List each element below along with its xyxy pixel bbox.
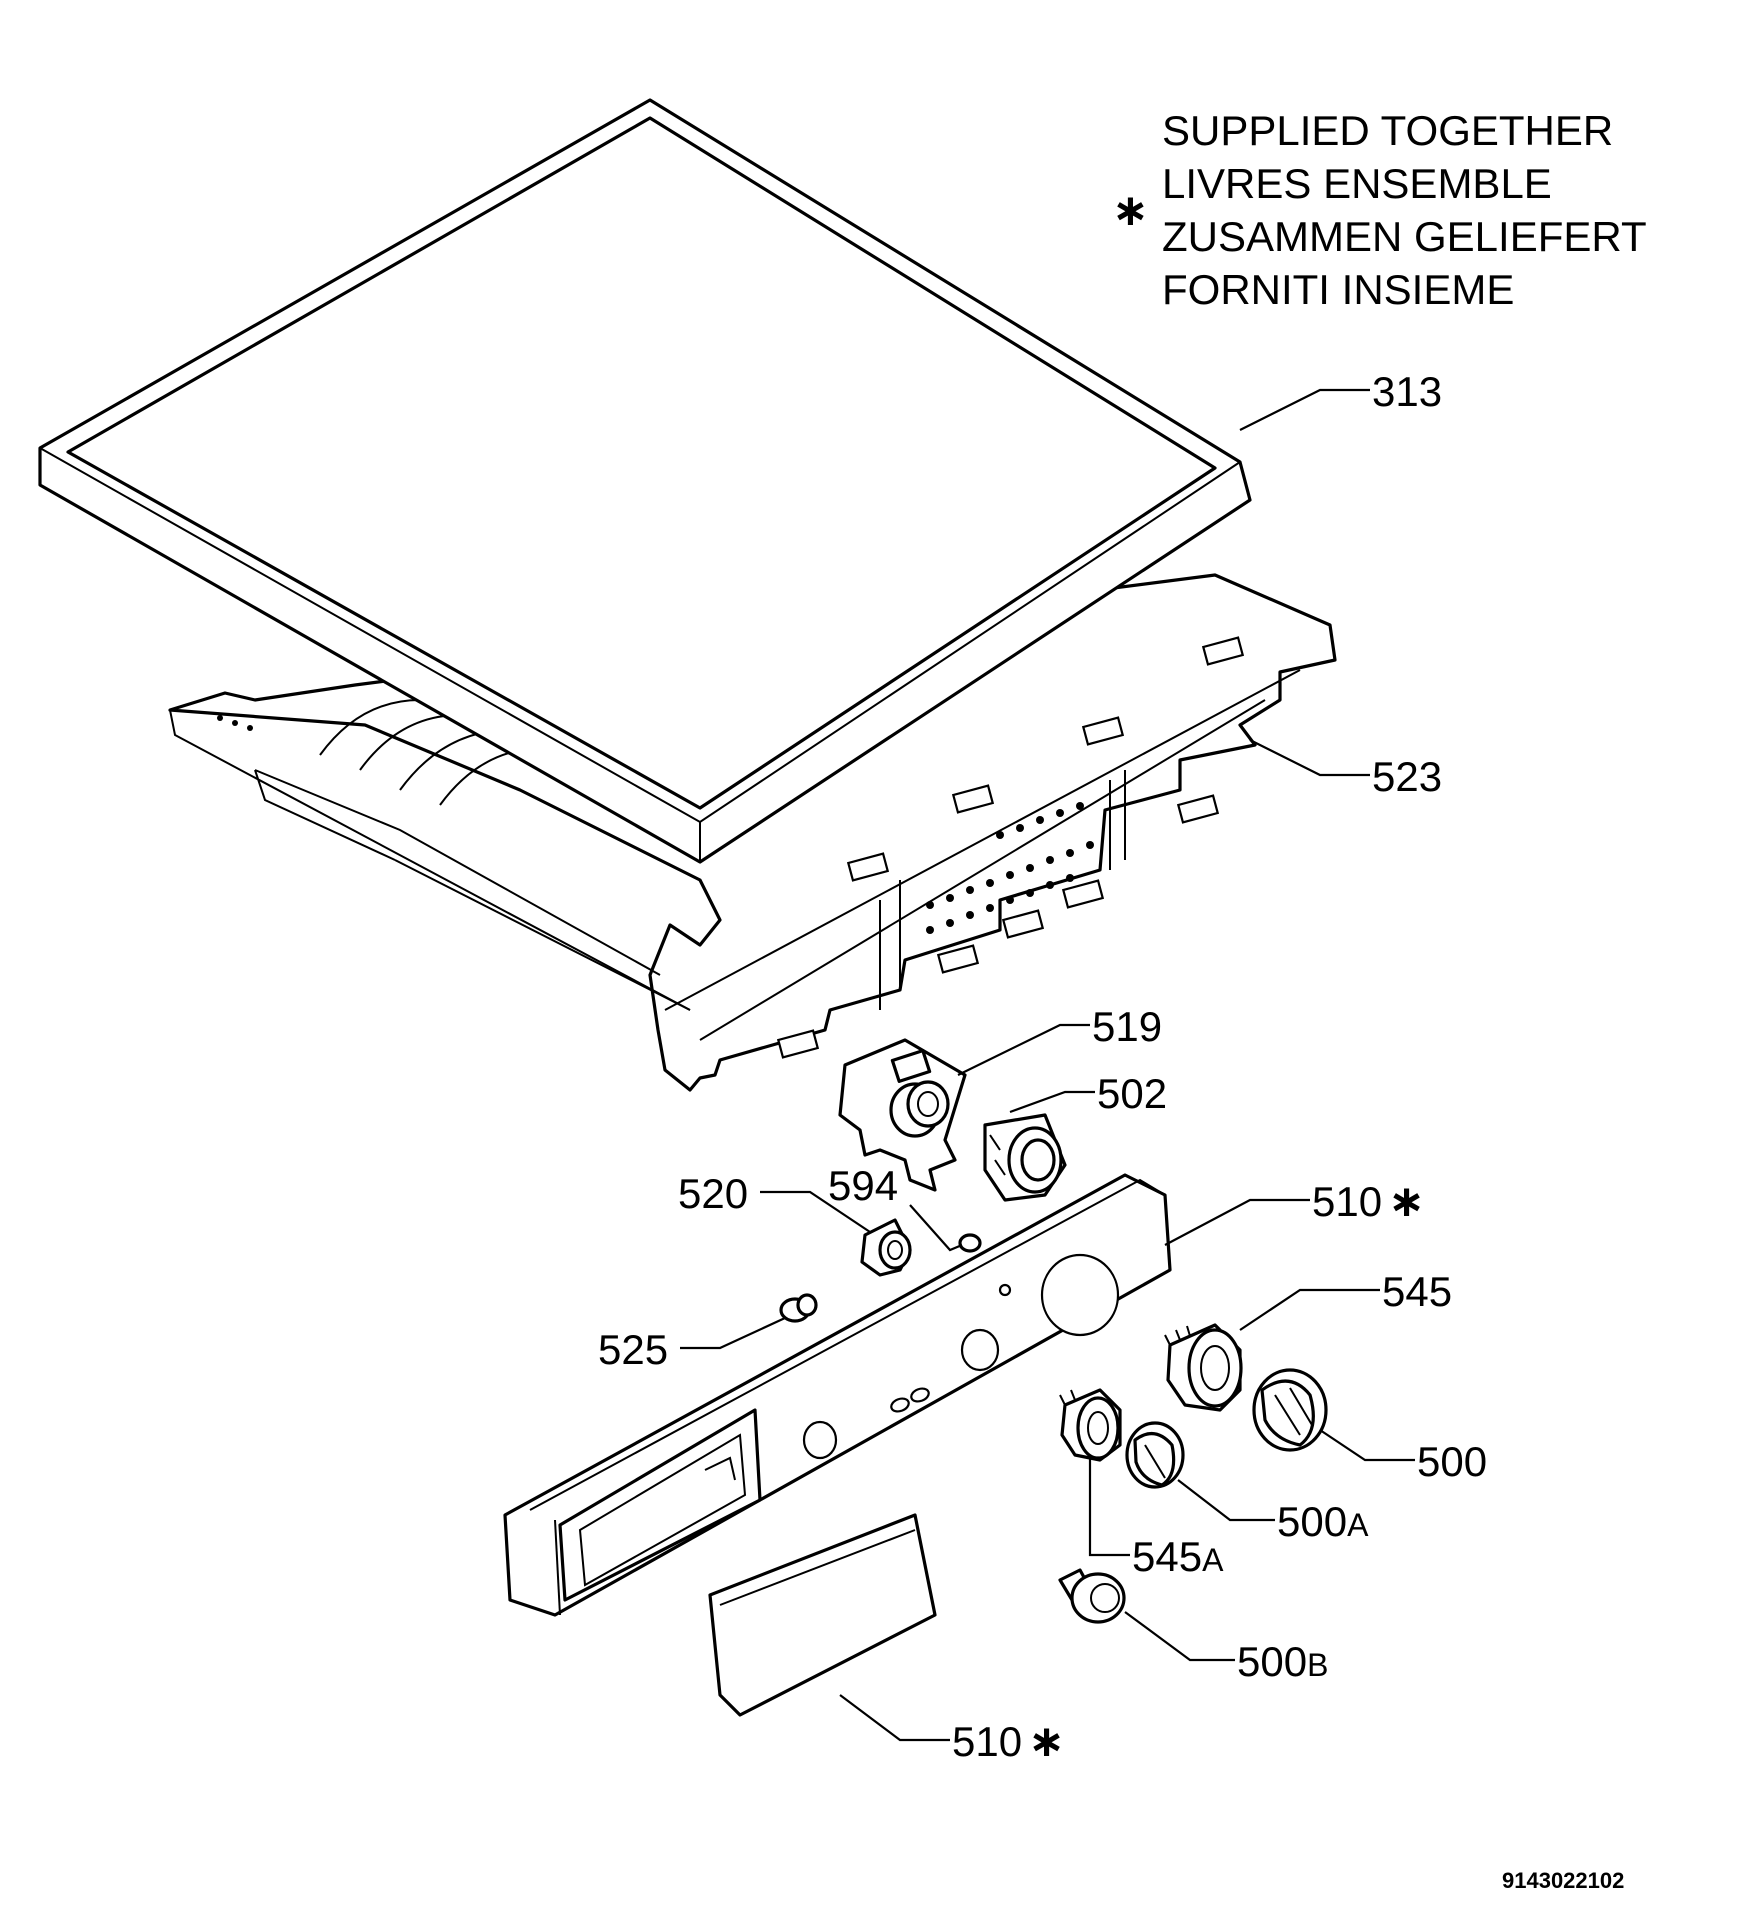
part-545-knob-base	[1164, 1323, 1243, 1412]
note-line-4: FORNITI INSIEME	[1162, 266, 1514, 313]
frame-slots	[776, 636, 1245, 1059]
label-545: 545	[1382, 1268, 1452, 1315]
leader-525	[680, 1317, 786, 1350]
leader-510b	[839, 1694, 950, 1742]
frame-perforations	[217, 715, 1094, 934]
leader-520	[760, 1190, 871, 1233]
leader-502	[1009, 1090, 1095, 1114]
leader-lines	[680, 388, 1415, 1742]
part-525-lens	[779, 1293, 818, 1323]
label-510-handle: 510∗	[952, 1716, 1065, 1767]
label-525: 525	[598, 1326, 668, 1373]
label-500B: 500B	[1237, 1638, 1328, 1685]
supplied-together-note: ∗ SUPPLIED TOGETHER LIVRES ENSEMBLE ZUSA…	[1112, 107, 1647, 313]
leader-523	[1249, 739, 1370, 777]
part-500A-knob	[1125, 1421, 1185, 1489]
part-519-bracket	[838, 1038, 967, 1192]
label-313: 313	[1372, 368, 1442, 415]
leader-545A	[1088, 1458, 1130, 1557]
part-520-socket	[860, 1218, 912, 1277]
leader-519	[957, 1023, 1090, 1076]
part-502-holder	[983, 1113, 1067, 1202]
leader-594	[909, 1204, 963, 1252]
drawing-code: 9143022102	[1502, 1868, 1624, 1893]
leader-500B	[1124, 1611, 1235, 1662]
leader-313	[1239, 388, 1370, 431]
label-594: 594	[828, 1162, 898, 1209]
label-510-panel: 510∗	[1312, 1176, 1425, 1227]
part-510-control-panel	[503, 1173, 1172, 1617]
leader-500A	[1177, 1479, 1275, 1522]
label-520: 520	[678, 1170, 748, 1217]
note-line-1: SUPPLIED TOGETHER	[1162, 107, 1613, 154]
part-500-knob	[1252, 1368, 1328, 1452]
part-labels: 313 523 519 502 520 594 510∗ 545 525 500…	[598, 368, 1487, 1767]
part-500B-button	[1058, 1568, 1126, 1624]
part-510-drawer-handle	[708, 1513, 937, 1717]
label-523: 523	[1372, 753, 1442, 800]
note-line-2: LIVRES ENSEMBLE	[1162, 160, 1552, 207]
part-545A-knob-base	[1059, 1388, 1122, 1462]
label-545A: 545A	[1132, 1533, 1224, 1580]
label-519: 519	[1092, 1003, 1162, 1050]
part-313-worktop	[38, 98, 1252, 864]
part-594-lamp	[958, 1233, 982, 1253]
leader-500	[1319, 1429, 1415, 1462]
label-500: 500	[1417, 1438, 1487, 1485]
label-502: 502	[1097, 1070, 1167, 1117]
leader-510a	[1164, 1198, 1310, 1246]
note-line-3: ZUSAMMEN GELIEFERT	[1162, 213, 1647, 260]
label-500A: 500A	[1277, 1498, 1369, 1545]
note-asterisk: ∗	[1112, 185, 1149, 236]
leader-545	[1239, 1288, 1380, 1331]
